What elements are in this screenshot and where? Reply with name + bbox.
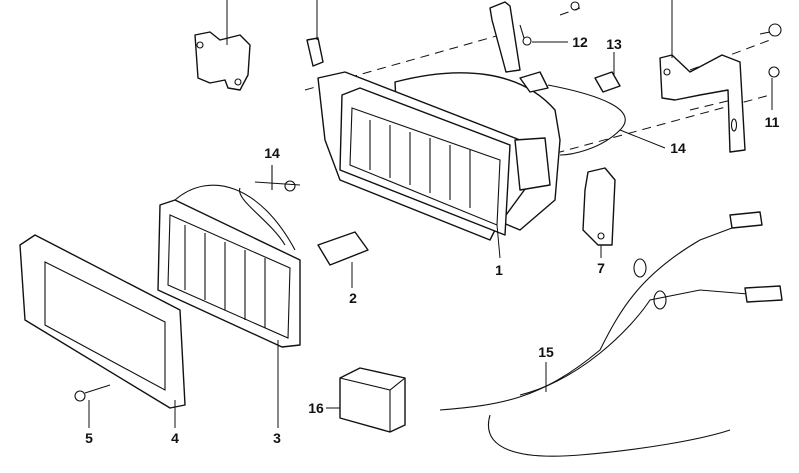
- callout-7: 7: [597, 260, 605, 276]
- clip-nut: [306, 0, 324, 67]
- callout-3: 3: [273, 430, 281, 446]
- screw: [74, 384, 111, 428]
- fog-light-housing: [317, 71, 561, 259]
- bezel-frame: [19, 234, 186, 428]
- callout-15: 15: [538, 344, 554, 360]
- wire-clip: [594, 52, 621, 93]
- bracket-center: [489, 1, 580, 73]
- callout-5: 5: [85, 430, 93, 446]
- bulb-socket: [239, 165, 301, 246]
- callout-1: 1: [495, 262, 503, 278]
- bracket-right: [659, 0, 782, 153]
- wiring-harness: [439, 211, 783, 457]
- callout-12: 12: [572, 34, 588, 50]
- callout-13: 13: [606, 36, 622, 52]
- lens: [157, 184, 301, 428]
- callout-16: 16: [308, 400, 324, 416]
- wire-connector: [519, 71, 666, 156]
- mounting-bracket: [582, 167, 616, 258]
- relay: [326, 367, 406, 433]
- callout-14-right: 14: [670, 140, 686, 156]
- bracket-left: [194, 0, 251, 91]
- bulb: [317, 231, 369, 288]
- callout-14-left: 14: [264, 145, 280, 161]
- callout-11: 11: [764, 114, 780, 130]
- callout-2: 2: [349, 290, 357, 306]
- callout-4: 4: [171, 430, 179, 446]
